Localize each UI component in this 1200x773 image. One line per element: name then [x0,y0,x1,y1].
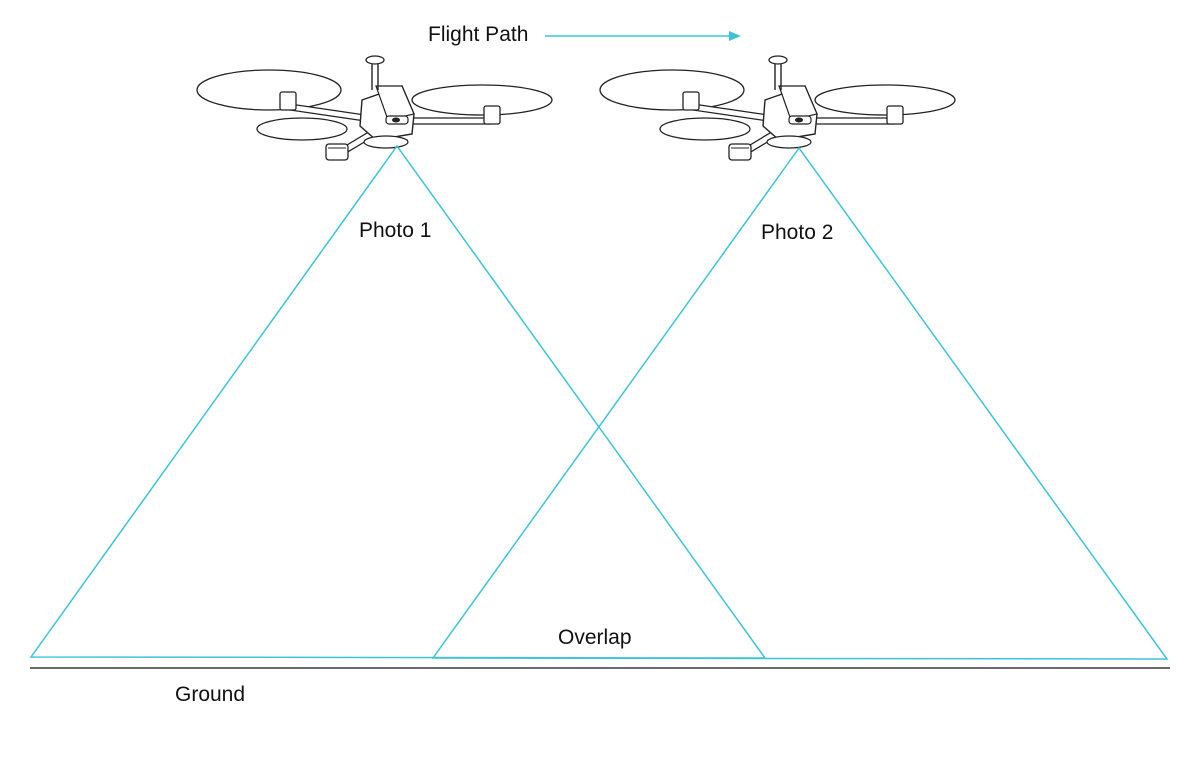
drone-1-icon [196,55,553,161]
flight-path-arrow-icon [545,31,741,41]
ground-label: Ground [175,683,246,706]
flight-path-label: Flight Path [428,23,529,46]
photo-1-footprint [29,144,767,659]
photo-2-footprint [431,146,1169,660]
drone-2-icon [599,55,956,161]
photo-1-label: Photo 1 [359,219,432,242]
photo-2-label: Photo 2 [761,221,834,244]
overlap-label: Overlap [558,626,632,649]
